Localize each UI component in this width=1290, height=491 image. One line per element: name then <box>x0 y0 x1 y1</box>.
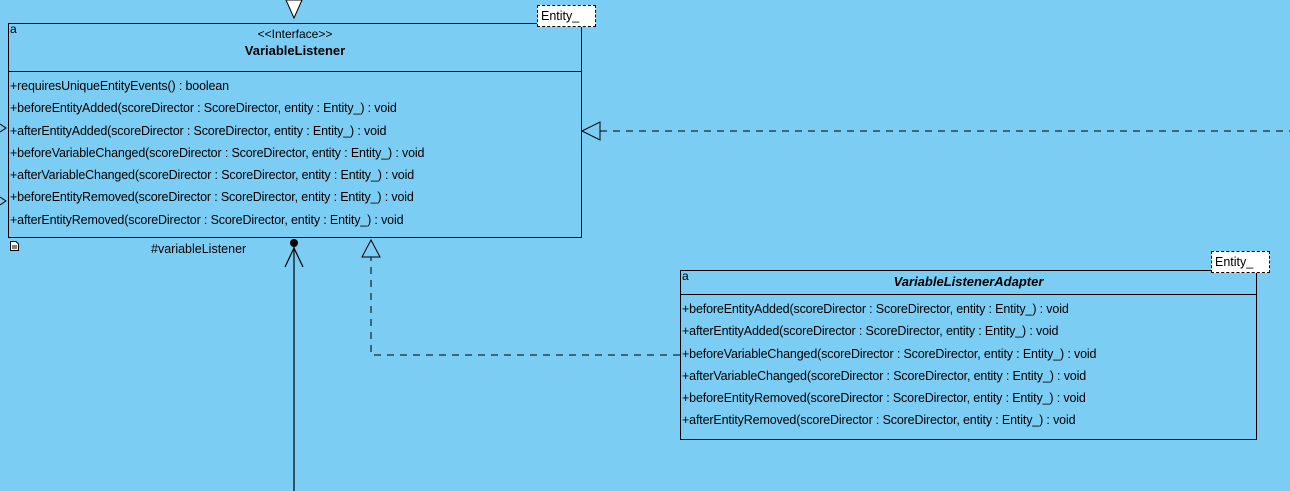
operation-item[interactable]: +beforeVariableChanged(scoreDirector : S… <box>10 145 425 160</box>
operation-item[interactable]: +afterEntityAdded(scoreDirector : ScoreD… <box>682 324 1059 339</box>
operation-item[interactable]: +beforeEntityAdded(scoreDirector : Score… <box>10 101 397 116</box>
abstract-marker: a <box>10 22 17 36</box>
operation-item[interactable]: +requiresUniqueEntityEvents() : boolean <box>10 79 229 93</box>
left-connector-stubs <box>0 123 7 206</box>
class-name: VariableListenerAdapter <box>893 274 1044 289</box>
document-icon <box>10 241 19 251</box>
operation-item[interactable]: +afterEntityAdded(scoreDirector : ScoreD… <box>10 123 387 138</box>
template-param-box[interactable]: Entity_ <box>537 5 596 27</box>
operation-item[interactable]: +beforeEntityRemoved(scoreDirector : Sco… <box>10 190 414 205</box>
operation-item[interactable]: +beforeVariableChanged(scoreDirector : S… <box>682 346 1097 361</box>
variable-listener-adapter-class[interactable]: a VariableListenerAdapter +beforeEntityA… <box>680 270 1257 440</box>
realization-adapter[interactable] <box>361 238 680 356</box>
operation-item[interactable]: +afterEntityRemoved(scoreDirector : Scor… <box>10 212 404 227</box>
stereotype-label: <<Interface>> <box>257 27 333 41</box>
class-name: VariableListener <box>244 43 346 58</box>
top-generalization-arrow <box>285 0 303 20</box>
operation-item[interactable]: +beforeEntityRemoved(scoreDirector : Sco… <box>682 391 1086 406</box>
variable-listener-class[interactable]: a <<Interface>> VariableListener +requir… <box>8 23 582 238</box>
adapter-header: a VariableListenerAdapter <box>681 269 1256 295</box>
operation-item[interactable]: +beforeEntityAdded(scoreDirector : Score… <box>682 302 1069 316</box>
operation-item[interactable]: +afterVariableChanged(scoreDirector : Sc… <box>10 168 415 183</box>
association-role-label: #variableListener <box>151 242 247 256</box>
operations-compartment: +beforeEntityAdded(scoreDirector : Score… <box>681 295 1256 432</box>
template-param-box[interactable]: Entity_ <box>1211 251 1270 273</box>
association-line[interactable] <box>284 239 304 491</box>
abstract-marker: a <box>682 269 689 283</box>
operation-item[interactable]: +afterVariableChanged(scoreDirector : Sc… <box>682 368 1087 383</box>
realization-right[interactable] <box>580 121 1290 141</box>
operations-compartment: +requiresUniqueEntityEvents() : boolean +… <box>9 72 581 231</box>
operation-item[interactable]: +afterEntityRemoved(scoreDirector : Scor… <box>682 413 1076 428</box>
variable-listener-header: a <<Interface>> VariableListener <box>9 22 581 72</box>
